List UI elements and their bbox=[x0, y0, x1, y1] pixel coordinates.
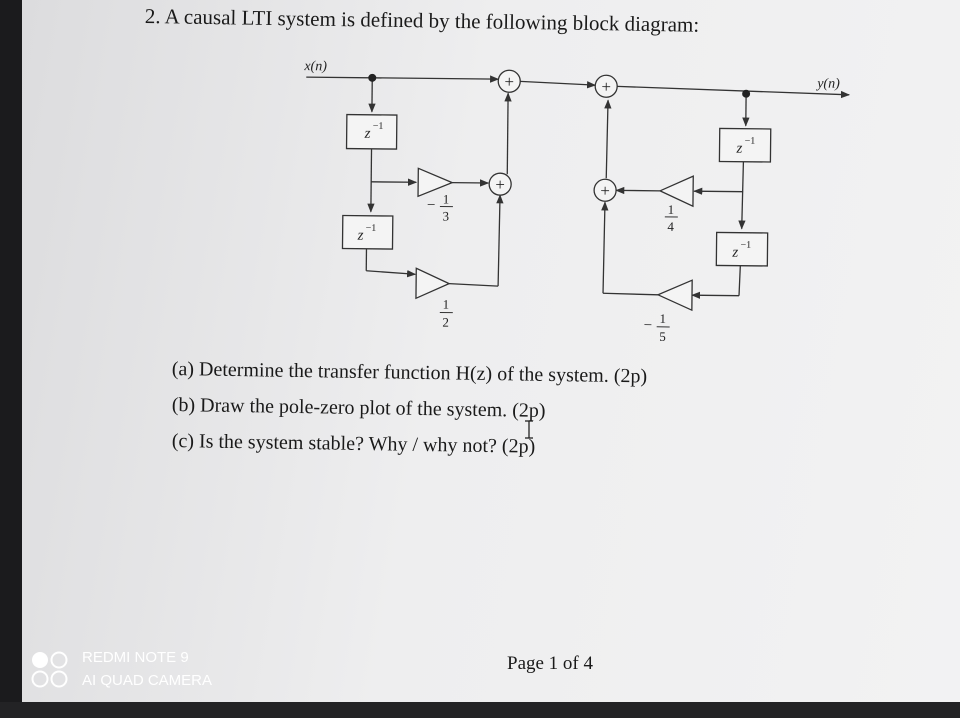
adder-mid-left: + bbox=[488, 172, 512, 196]
gain-triangle-one-fourth bbox=[658, 175, 694, 208]
svg-text:−1: −1 bbox=[366, 223, 377, 234]
svg-text:+: + bbox=[601, 77, 611, 96]
svg-text:+: + bbox=[504, 72, 514, 91]
adder-top-right: + bbox=[594, 74, 618, 98]
svg-text:1: 1 bbox=[443, 192, 450, 207]
svg-text:3: 3 bbox=[442, 209, 449, 224]
gain-label-one-half: 1 2 bbox=[439, 297, 453, 330]
svg-text:+: + bbox=[600, 181, 610, 200]
input-line bbox=[306, 75, 500, 83]
svg-text:−1: −1 bbox=[740, 240, 751, 251]
delay-block-1: z −1 bbox=[345, 113, 398, 150]
gain-triangle-minus-one-third bbox=[417, 167, 454, 198]
gain-label-one-fourth: 1 4 bbox=[664, 202, 678, 234]
svg-text:1: 1 bbox=[443, 297, 450, 312]
svg-text:z: z bbox=[357, 228, 364, 244]
svg-text:1: 1 bbox=[659, 311, 666, 326]
gain-label-minus-one-third: − 1 3 bbox=[427, 192, 453, 224]
text-cursor-icon bbox=[525, 420, 533, 439]
svg-text:z: z bbox=[735, 141, 742, 157]
adder-mid-right: + bbox=[593, 178, 617, 202]
watermark-line-1: REDMI NOTE 9 bbox=[82, 649, 189, 666]
delay-block-3: z −1 bbox=[718, 127, 772, 163]
svg-text:1: 1 bbox=[668, 202, 675, 217]
output-label: y(n) bbox=[815, 76, 840, 91]
svg-text:−1: −1 bbox=[373, 121, 384, 132]
svg-text:5: 5 bbox=[659, 329, 666, 344]
page-number: Page 1 of 4 bbox=[507, 653, 594, 674]
output-line bbox=[617, 85, 851, 99]
input-label: x(n) bbox=[303, 59, 327, 74]
camera-lens-logo-icon bbox=[31, 651, 68, 688]
delay-block-4: z −1 bbox=[715, 231, 769, 267]
gain-label-minus-one-fifth: − 1 5 bbox=[644, 311, 670, 344]
monitor-screen bbox=[22, 0, 960, 702]
delay-block-2: z −1 bbox=[341, 214, 394, 250]
svg-text:z: z bbox=[731, 245, 738, 261]
output-branch-dot bbox=[742, 89, 751, 98]
monitor-bezel bbox=[0, 702, 960, 718]
adder-link-line bbox=[520, 80, 597, 89]
svg-text:−1: −1 bbox=[745, 136, 756, 147]
svg-text:z: z bbox=[364, 126, 371, 142]
svg-text:−: − bbox=[427, 197, 436, 213]
svg-text:4: 4 bbox=[667, 219, 674, 234]
gain-triangle-one-half bbox=[415, 267, 451, 300]
watermark-line-2: AI QUAD CAMERA bbox=[82, 672, 213, 689]
svg-text:+: + bbox=[495, 175, 505, 194]
svg-text:2: 2 bbox=[442, 315, 449, 330]
adder-top-left: + bbox=[497, 69, 521, 93]
gain-triangle-minus-one-fifth bbox=[656, 279, 693, 312]
input-branch-dot bbox=[368, 73, 377, 82]
svg-text:−: − bbox=[644, 318, 653, 334]
